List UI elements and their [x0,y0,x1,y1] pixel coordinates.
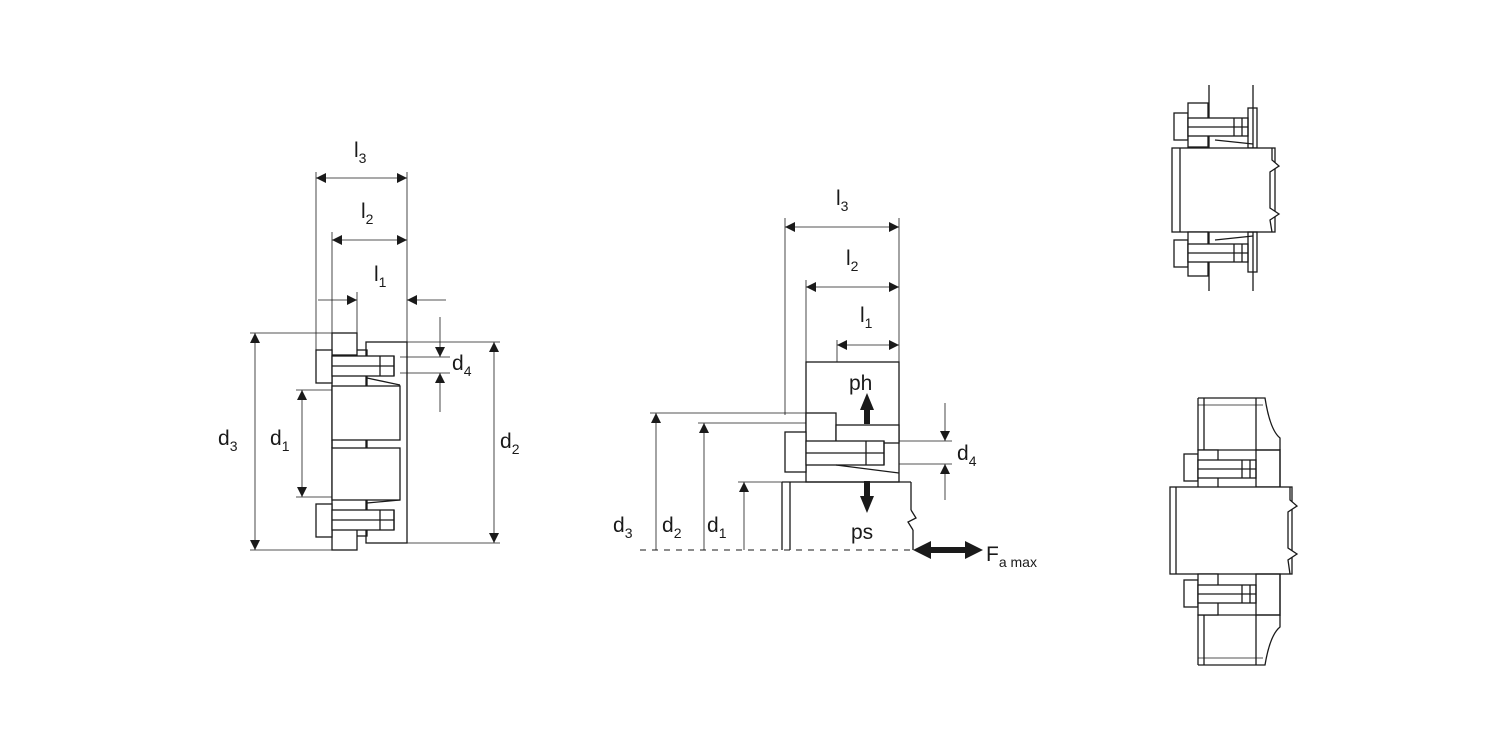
label-l1-left: l1 [374,263,387,290]
label-d2-middle: d2 [662,514,682,541]
label-l3-middle: l3 [836,187,849,214]
label-l2-left: l2 [361,200,374,227]
label-d4-left: d4 [452,352,472,379]
label-l2-middle: l2 [846,247,859,274]
right-top-installation-view [1171,85,1281,291]
label-d1-middle: d1 [707,514,727,541]
label-d3-middle: d3 [613,514,633,541]
label-l3-left: l3 [354,139,367,166]
left-locking-assembly [250,172,500,551]
label-d4-middle: d4 [957,442,977,469]
right-bottom-installation-view [1169,397,1299,666]
label-ph: ph [849,372,872,395]
label-l1-middle: l1 [860,304,873,331]
label-d1-left: d1 [270,427,290,454]
label-d3-left: d3 [218,427,238,454]
label-d2-left: d2 [500,430,520,457]
label-ps: ps [851,521,873,544]
middle-locking-assembly-half-section [640,218,983,559]
label-fa-max: Fa max [986,543,1037,570]
